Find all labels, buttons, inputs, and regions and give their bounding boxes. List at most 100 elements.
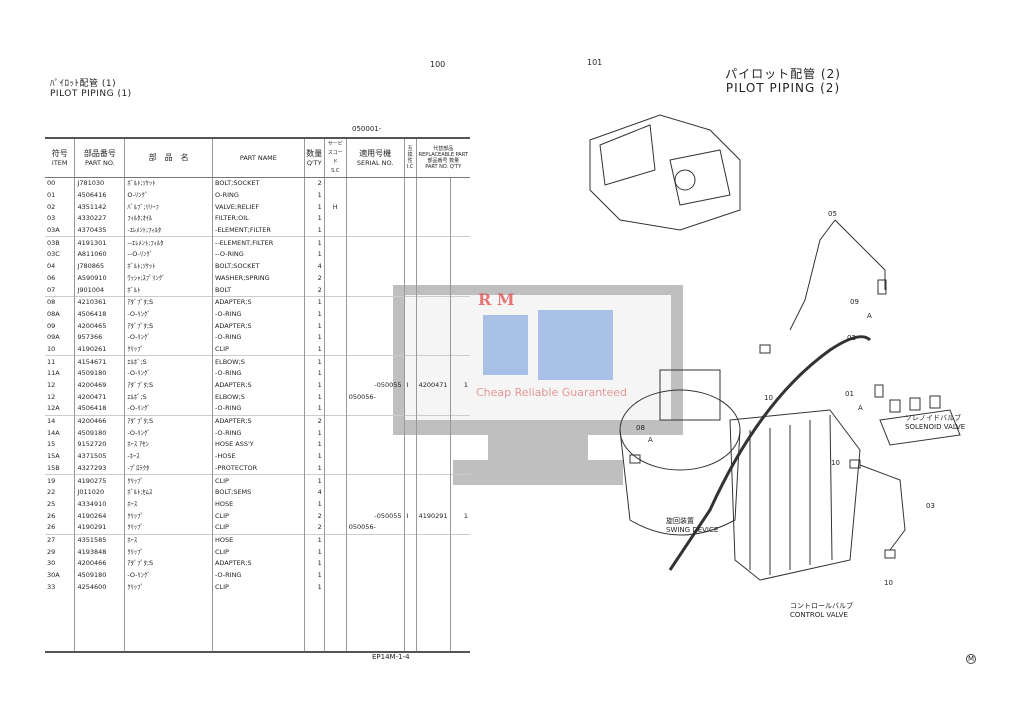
cell-name: -O-RING xyxy=(211,427,305,440)
cell-qty: 2 xyxy=(303,177,325,190)
cell-ic xyxy=(403,224,417,237)
cell-part-no: 4254600 xyxy=(74,581,125,594)
cell-serial: -050055 xyxy=(345,379,405,392)
cell-part-no: 4200466 xyxy=(74,558,125,570)
cell-part-no: 4327293 xyxy=(74,462,125,475)
control-valve xyxy=(729,409,861,581)
cell-repl-part xyxy=(415,391,451,404)
cell-ic xyxy=(403,546,417,558)
cell-name-jp: --O-ﾘﾝｸﾞ xyxy=(124,249,213,261)
cell-item: 29 xyxy=(47,547,56,556)
cell-name: -O-RING xyxy=(211,308,305,321)
cell-part-no: 4506416 xyxy=(74,189,125,202)
cell-name-jp: ｱﾀﾞﾌﾟﾀ;S xyxy=(124,320,213,332)
cell-name-jp: ｴﾙﾎﾞ;S xyxy=(124,355,213,368)
cell-item: 07 xyxy=(47,285,56,294)
cell-part-no: 4371505 xyxy=(74,450,125,463)
cell-qty: 2 xyxy=(303,521,325,535)
right-title-en: PILOT PIPING (2) xyxy=(725,81,841,95)
callout-label: A xyxy=(648,436,653,444)
cell-name-jp: ﾎｰｽ xyxy=(124,533,213,547)
cell-repl-qty: 1 xyxy=(449,379,470,392)
cell-repl-part: 4200471 xyxy=(415,379,451,392)
cell-repl-part xyxy=(415,236,451,250)
cell-serial xyxy=(345,331,405,344)
cell-repl-part xyxy=(415,533,451,547)
cell-item: 33 xyxy=(47,582,56,591)
cell-sc: H xyxy=(323,201,347,214)
cell-qty: 1 xyxy=(303,236,325,250)
swing-device xyxy=(619,369,741,536)
cell-sc xyxy=(323,558,347,570)
cell-qty: 1 xyxy=(303,249,325,261)
cell-part-no: 4506418 xyxy=(74,308,125,321)
cell-repl-part xyxy=(415,177,451,190)
cell-qty: 4 xyxy=(303,260,325,273)
cell-ic xyxy=(403,177,417,190)
component-label: 旋回装置 xyxy=(666,517,694,525)
cell-qty: 1 xyxy=(303,295,325,309)
document-icon xyxy=(538,310,613,380)
cell-sc xyxy=(323,498,347,511)
cell-repl-qty: 1 xyxy=(449,510,470,522)
cell-qty: 2 xyxy=(303,414,325,428)
cell-part-no: 4200465 xyxy=(74,320,125,332)
cell-name: BOLT xyxy=(211,284,305,297)
cell-name-jp: -O-ﾘﾝｸﾞ xyxy=(124,368,213,380)
cell-part-no: 4190275 xyxy=(74,474,125,487)
cell-repl-part xyxy=(415,320,451,332)
cell-ic xyxy=(403,189,417,202)
cell-serial xyxy=(345,284,405,297)
cell-repl-part xyxy=(415,343,451,356)
cell-item: 03B xyxy=(45,236,75,250)
cell-item: 09A xyxy=(47,333,60,342)
cell-name-jp: -ｴﾚﾒﾝﾄ;ﾌｨﾙﾀ xyxy=(124,224,213,237)
cell-repl-part xyxy=(415,224,451,237)
cell-name-jp: ﾜｯｼｬ;ｽﾌﾟﾘﾝｸﾞ xyxy=(124,272,213,285)
cell-name-jp: ｸﾘｯﾌﾟ xyxy=(124,521,213,535)
cell-part-no: 4509180 xyxy=(74,427,125,440)
cell-name: CLIP xyxy=(211,546,305,558)
callout-label: 03 xyxy=(926,502,935,510)
cell-repl-qty xyxy=(449,498,470,511)
cell-ic xyxy=(403,569,417,582)
cell-qty: 2 xyxy=(303,510,325,522)
cell-ic: I xyxy=(403,510,417,522)
cell-ic xyxy=(403,474,417,487)
cell-qty: 4 xyxy=(303,486,325,499)
cell-repl-qty xyxy=(449,260,470,273)
cell-qty: 1 xyxy=(303,201,325,214)
callout-label: A xyxy=(867,312,872,320)
callout-label: 02 xyxy=(847,334,856,342)
cell-qty: 2 xyxy=(303,272,325,285)
cell-repl-part xyxy=(415,403,451,416)
cell-name: ELBOW;S xyxy=(211,355,305,368)
cell-item: 06 xyxy=(47,273,56,282)
cell-name: -PROTECTOR xyxy=(211,462,305,475)
cell-part-no: 4190264 xyxy=(74,510,125,522)
cell-serial: 050056- xyxy=(345,391,405,404)
cell-sc xyxy=(323,260,347,273)
cell-item: 14 xyxy=(45,414,75,428)
pilot-piping-diagram xyxy=(589,114,961,581)
cell-name: -O-RING xyxy=(211,331,305,344)
cell-serial xyxy=(345,533,405,547)
cell-ic xyxy=(403,368,417,380)
cell-sc xyxy=(323,249,347,261)
cell-ic xyxy=(403,308,417,321)
cell-name: CLIP xyxy=(211,343,305,356)
